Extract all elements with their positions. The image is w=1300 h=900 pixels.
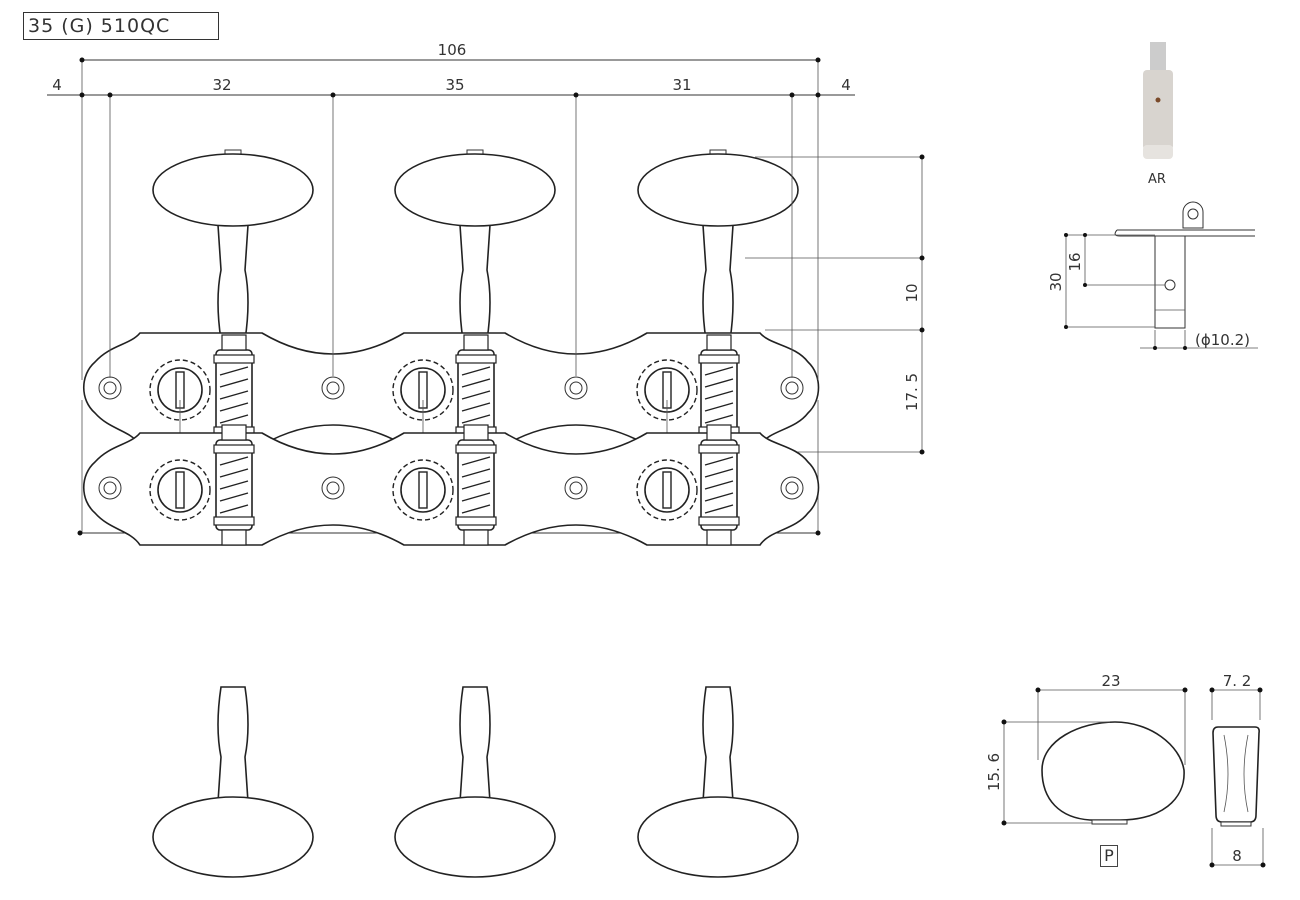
dim-bushing-total: 30 [1047,272,1065,291]
dim-button-height: 15. 6 [985,753,1003,791]
dim-overall: 106 [438,41,467,59]
tuner-buttons-top [152,149,799,341]
dim-button-width: 23 [1101,672,1120,690]
dim-button-thickness-top: 7. 2 [1223,672,1252,690]
dim-hole-2: 35 [445,76,464,94]
dim-button-height: 10 [903,283,921,302]
tuner-button [394,149,556,341]
button-detail: 23 15. 6 7. 2 8 [985,672,1266,868]
dim-bushing-hole: 16 [1066,252,1084,271]
model-title: 35 (G) 510QC [23,12,219,40]
bottom-view [82,424,820,878]
bushing-photo [1143,42,1173,159]
screw-hole [780,376,804,400]
dim-edge-left: 4 [52,76,62,94]
dim-hole-3: 31 [672,76,691,94]
screw-hole [98,376,122,400]
dim-edge-right: 4 [841,76,851,94]
dim-hole-1: 32 [212,76,231,94]
dim-button-thickness-bottom: 8 [1232,847,1242,865]
tuner-button [152,149,314,341]
bushing-drawing: 16 30 (ϕ10.2) [1047,201,1258,350]
button-label: P [1100,845,1118,867]
tuner-button [637,149,799,341]
screw-hole [321,376,345,400]
dim-bushing-diameter: (ϕ10.2) [1195,331,1250,349]
screw-hole [564,376,588,400]
dim-plate-height: 17. 5 [903,373,921,411]
bushing-label: AR [1148,172,1166,187]
